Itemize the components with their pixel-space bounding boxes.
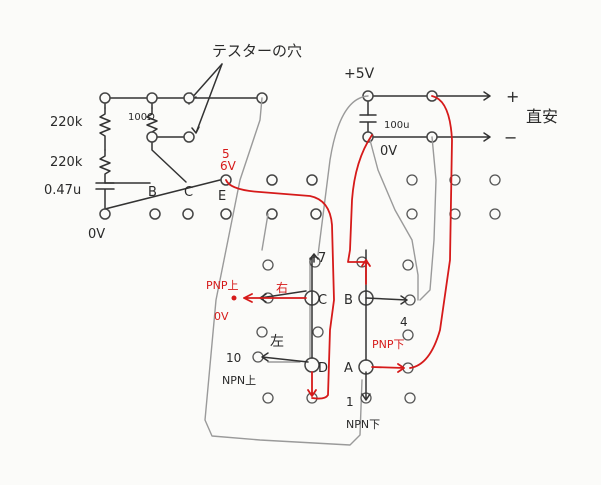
- pointer-arrow-1: [189, 63, 223, 101]
- label-plus: +: [506, 87, 519, 106]
- label-pin10: 10: [226, 351, 241, 365]
- label-right: 右: [276, 280, 288, 295]
- label-plus5v: +5V: [344, 66, 375, 82]
- supply-hole: [406, 208, 418, 220]
- supply-hole: [489, 208, 501, 220]
- tester-hole: [220, 208, 232, 220]
- red-wiring: [225, 95, 453, 400]
- pointer-arrow-2: [191, 63, 223, 134]
- board-hole: [256, 326, 268, 338]
- label-zero-v-left: 0V: [88, 227, 105, 242]
- label-npn-up: NPN上: [222, 374, 256, 387]
- tester-block: [95, 63, 322, 220]
- resistor-220k-top: [99, 107, 111, 151]
- label-pin4: 4: [400, 315, 408, 329]
- label-r-small: 100Ω: [128, 112, 155, 123]
- label-r1: 220k: [50, 115, 83, 130]
- label-cap-left: 0.47u: [44, 183, 81, 198]
- label-left: 左: [270, 334, 284, 350]
- label-5v-num: 5: [222, 147, 230, 161]
- label-dc-stab: 直安: [526, 107, 558, 126]
- label-node-a: A: [344, 361, 353, 376]
- tester-hole: [266, 208, 278, 220]
- tester-hole: [310, 208, 322, 220]
- label-r2: 220k: [50, 155, 83, 170]
- label-node-c: C: [318, 293, 327, 308]
- label-minus: −: [504, 128, 517, 147]
- board-hole: [304, 357, 320, 373]
- tester-hole: [99, 208, 111, 220]
- capacitor-047: [95, 182, 115, 210]
- label-npn-down: NPN下: [346, 418, 380, 431]
- tester-hole: [183, 131, 195, 143]
- tester-hole: [182, 208, 194, 220]
- tester-hole: [146, 131, 158, 143]
- resistor-220k-bottom: [99, 149, 111, 184]
- label-left-e: E: [218, 189, 226, 204]
- label-node-b: B: [344, 293, 353, 308]
- label-pnp-down: PNP下: [372, 338, 405, 351]
- tester-hole: [149, 208, 161, 220]
- board-hole: [402, 329, 414, 341]
- label-left-c: C: [184, 185, 193, 200]
- label-pin7: 7: [318, 251, 326, 266]
- board-wiring: [259, 249, 408, 401]
- board-hole: [312, 326, 324, 338]
- supply-hole: [406, 174, 418, 186]
- supply-hole: [489, 174, 501, 186]
- tester-hole: [99, 92, 111, 104]
- tester-hole: [306, 174, 318, 186]
- board-hole: [262, 392, 274, 404]
- label-pin1: 1: [346, 395, 354, 409]
- pencil-wires: [204, 95, 437, 446]
- label-pnp-up: PNP上: [206, 279, 239, 292]
- board-hole: [402, 259, 414, 271]
- label-node-d: D: [318, 361, 328, 376]
- label-5v: 6V: [220, 159, 237, 173]
- tester-hole: [266, 174, 278, 186]
- tester-hole: [146, 92, 158, 104]
- label-pnp-up-0v: 0V: [214, 310, 229, 323]
- board-hole: [404, 392, 416, 404]
- label-tester-holes: テスターの穴: [212, 42, 302, 60]
- label-zero-v-right: 0V: [380, 144, 397, 159]
- board-hole: [262, 259, 274, 271]
- label-cap-right: 100u: [384, 120, 409, 131]
- supply-hole: [449, 174, 461, 186]
- tester-hole: [183, 92, 195, 104]
- labels: テスターの穴 220k 220k 100Ω 0.47u 0V B C E 5 6…: [44, 42, 558, 431]
- label-left-b: B: [148, 185, 157, 200]
